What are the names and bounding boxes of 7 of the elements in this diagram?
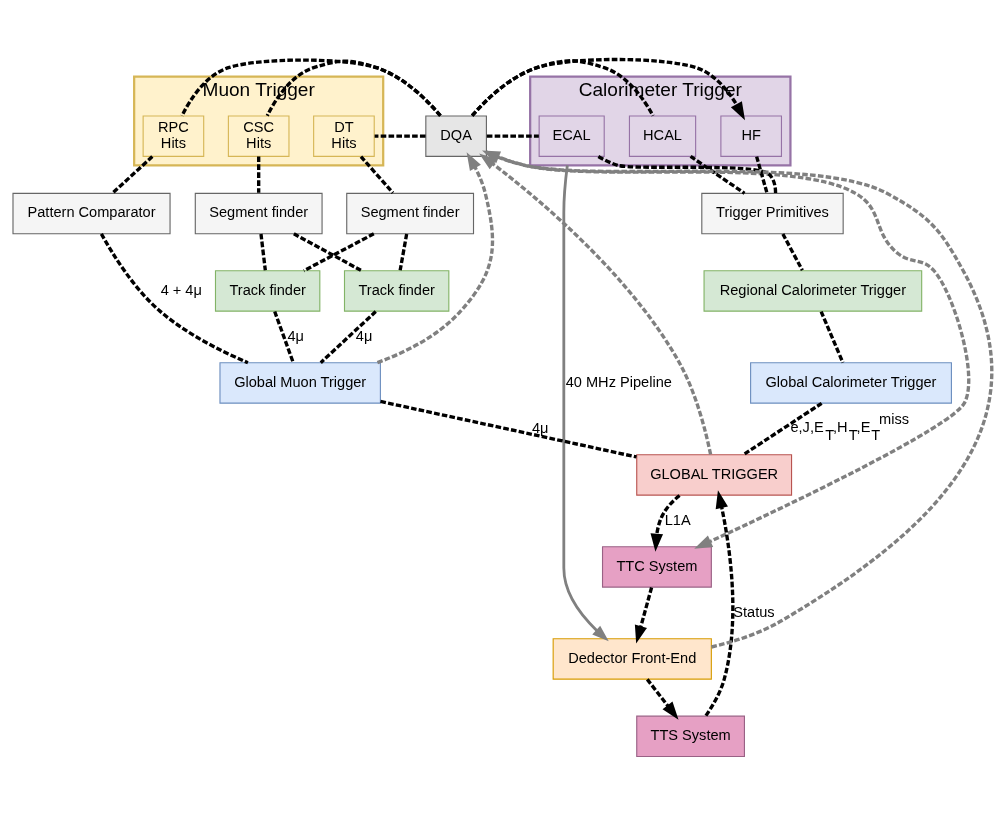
edge-label: 4μ <box>532 419 549 436</box>
edge-label: 40 MHz Pipeline <box>565 373 672 390</box>
edge-label: 4μ <box>355 327 373 344</box>
edge-label: Status <box>733 603 775 620</box>
edge-label: L1A <box>664 511 691 528</box>
edge-label: 4 + 4μ <box>160 281 202 298</box>
edge-label: 4μ <box>287 327 304 344</box>
